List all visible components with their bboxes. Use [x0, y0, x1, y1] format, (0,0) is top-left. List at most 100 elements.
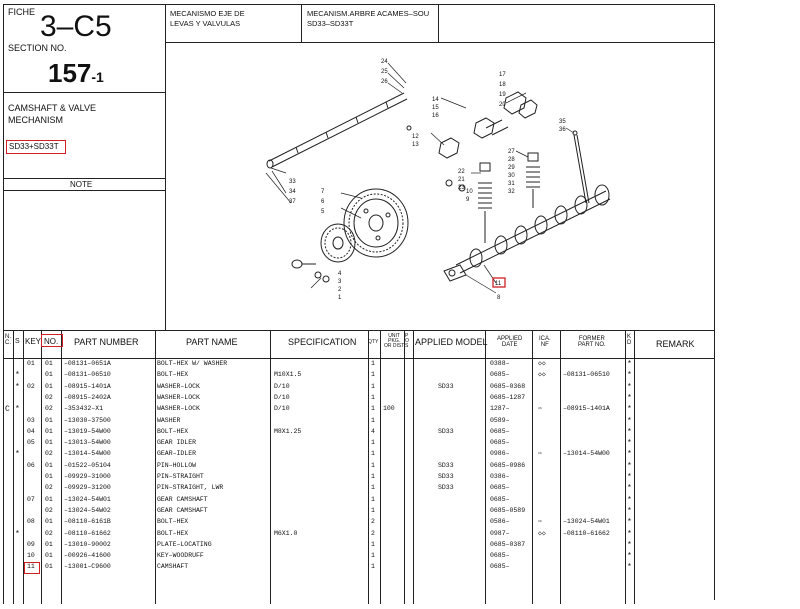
section-label: SECTION NO. [8, 43, 67, 53]
row-applied-date: 0685– [490, 552, 510, 560]
row-kd-mark: * [627, 529, 632, 539]
row-part-number: –08131–06510 [64, 371, 111, 379]
row-applied-date: 0685–0589 [490, 506, 526, 514]
row-qty: 1 [371, 506, 375, 514]
section-number-main: 157 [48, 58, 92, 88]
row-key: 07 [27, 495, 35, 503]
row-applied-date: 0685–1287 [490, 393, 526, 401]
row-former-part: –08110–61662 [563, 529, 610, 537]
row-no: 01 [45, 382, 53, 390]
leader-lines [265, 62, 575, 294]
row-part-name: BOLT–HEX [157, 529, 189, 537]
row-applied-date: 0685– [490, 563, 510, 571]
table-column-line [368, 330, 369, 604]
callout-31: 31 [508, 181, 515, 187]
row-applied-model: SD33 [438, 461, 454, 469]
row-qty: 1 [371, 461, 375, 469]
row-ica-mark: ◇◇ [538, 371, 546, 379]
row-qty: 4 [371, 427, 375, 435]
row-part-number: –09929–31200 [64, 484, 111, 492]
row-specification: D/10 [274, 382, 290, 390]
row-applied-model: SD33 [438, 427, 454, 435]
row-part-number: –08915–2402A [64, 393, 111, 401]
row-applied-date: 0386– [490, 473, 510, 480]
callout-15: 15 [432, 105, 439, 111]
row-part-number: –08915–1401A [64, 382, 111, 390]
callout-18: 18 [499, 82, 506, 88]
row-part-name: WASHER–LOCK [157, 382, 200, 390]
callout-3: 3 [338, 279, 342, 285]
row-no: 01 [45, 416, 53, 424]
row-applied-model: SD33 [438, 382, 454, 390]
row-former-part: –13024–54W01 [563, 518, 610, 526]
row-no: 02 [45, 393, 53, 401]
table-column-line [532, 330, 533, 604]
row-supersede-mark: * [15, 371, 20, 381]
col-header-part-name: PART NAME [186, 337, 238, 347]
callout-25: 25 [381, 69, 388, 75]
row-qty: 1 [371, 540, 375, 548]
callout-26: 26 [381, 79, 388, 85]
row-supersede-mark: * [15, 405, 20, 415]
section-number-sub: -1 [91, 69, 104, 85]
row-kd-mark: * [627, 473, 632, 482]
row-part-name: WASHER [157, 416, 181, 424]
callout-11: 11 [495, 281, 502, 287]
key-no-highlight [41, 334, 63, 347]
row-key: 08 [27, 518, 35, 526]
row-kd-mark: * [627, 552, 632, 562]
row-no: 02 [45, 450, 53, 458]
row-no: 01 [45, 427, 53, 435]
row-kd-mark: * [627, 405, 632, 415]
row-qty: 1 [371, 484, 375, 492]
note-top-line [3, 178, 165, 179]
section-number: 157-1 [48, 60, 104, 86]
row-former-part: –13014–54W00 [563, 450, 610, 458]
spanish-title-2: LEVAS Y VALVULAS [170, 19, 241, 28]
row-supersede-mark: * [15, 529, 20, 539]
row-part-name: CAMSHAFT [157, 563, 189, 571]
title-divider [3, 92, 165, 93]
row-part-number: –13024–54W01 [64, 495, 111, 503]
row-qty: 1 [371, 393, 375, 401]
table-column-line [23, 330, 24, 604]
row-qty: 1 [371, 416, 375, 424]
row-part-number: –08110–61662 [64, 529, 111, 537]
row-qty: 1 [371, 371, 375, 379]
row-part-number: –13013–54W00 [64, 439, 111, 447]
model-code: SD33+SD33T [9, 142, 59, 151]
col-header-former: FORMER PART NO. [578, 336, 606, 348]
table-top-line [3, 330, 715, 331]
col-header-qty: QTY [368, 339, 379, 345]
row-ica-mark: ⇨ [538, 450, 542, 458]
french-title-1: MECANISM.ARBRE ACAMES–SOU [307, 9, 430, 18]
col-header-nc: N. C. [5, 334, 11, 346]
row-supersede-mark: * [15, 450, 20, 460]
row-part-number: –13019–54W00 [64, 427, 111, 435]
push-rod [572, 130, 590, 204]
row-key: 09 [27, 540, 35, 548]
row-key: 11 [27, 563, 35, 571]
row-kd-mark: * [627, 518, 632, 528]
row-applied-date: 0685– [490, 439, 510, 447]
row-qty: 1 [371, 360, 375, 367]
row-qty: 1 [371, 382, 375, 390]
header-right-divider [438, 4, 439, 42]
callout-30: 30 [508, 173, 515, 179]
row-kd-mark: * [627, 484, 632, 494]
row-kd-mark: * [627, 416, 632, 426]
camshaft-gear [343, 188, 409, 258]
callout-32: 32 [508, 189, 515, 195]
row-part-name: PIN–STRAIGHT [157, 473, 204, 480]
row-no: 02 [45, 484, 53, 492]
table-column-line [41, 330, 42, 604]
table-column-line [380, 330, 381, 604]
row-applied-model: SD33 [438, 484, 454, 492]
row-kd-mark: * [627, 371, 632, 381]
row-no: 01 [45, 495, 53, 503]
spanish-title-1: MECANISMO EJE DE [170, 9, 245, 18]
row-applied-date: 0685– [490, 427, 510, 435]
row-no: 01 [45, 473, 53, 480]
row-kd-mark: * [627, 461, 632, 471]
row-part-number: –08131–0651A [64, 360, 111, 367]
